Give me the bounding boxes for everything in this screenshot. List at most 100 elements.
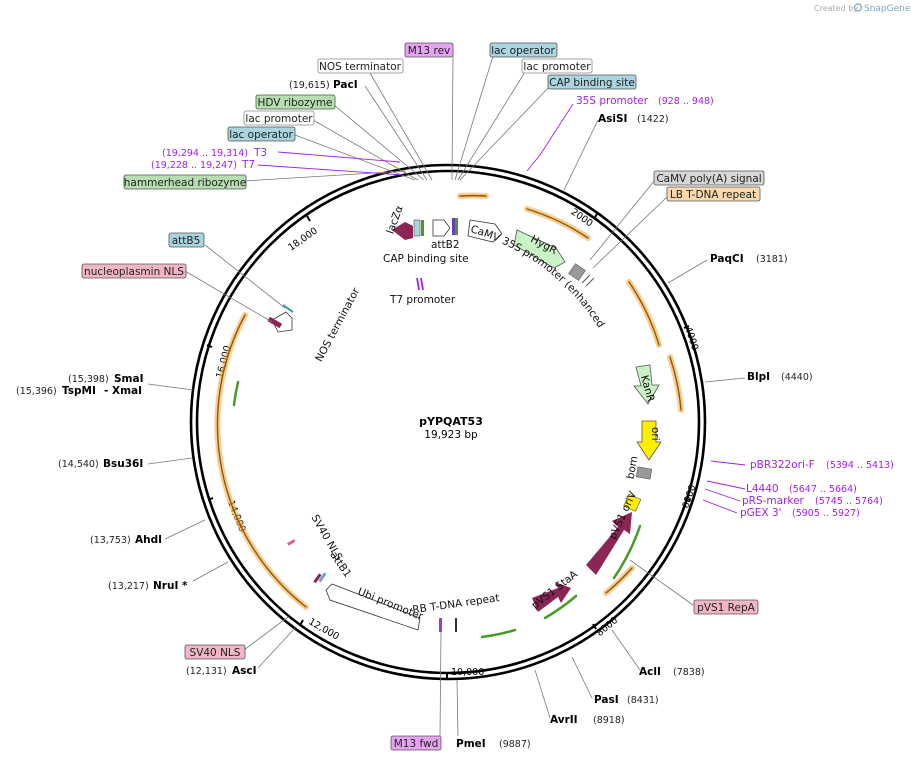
label-nos-inner: NOS terminator	[313, 285, 362, 364]
smai-label: SmaI	[114, 373, 144, 385]
pvs1-staa-arrow	[532, 582, 571, 612]
attb1-mark	[313, 573, 322, 584]
paci-pos: (19,615)	[289, 80, 330, 91]
t7-range: (19,228 .. 19,247)	[151, 160, 237, 171]
orf-arc-3-line	[628, 281, 660, 346]
callout-nucleoplasmin: nucleoplasmin NLS	[81, 263, 187, 279]
leader-pbr322	[710, 460, 746, 466]
lac-operator-left-label: lac operator	[229, 129, 293, 141]
leader-m13rev	[451, 55, 454, 181]
nos-top-box	[317, 58, 404, 74]
blpi-label: BlpI	[747, 371, 770, 383]
label-rb-tdna: RB T-DNA repeat	[412, 592, 501, 616]
label-cap-inner: CAP binding site	[383, 253, 469, 265]
lac-operator-mark	[452, 218, 455, 235]
green-mark-1	[421, 220, 424, 236]
leader-pvs1-repa	[629, 559, 694, 606]
m13rev-box	[404, 42, 454, 58]
smai-pos: (15,398)	[68, 374, 109, 385]
callout-smai: (15,398) SmaI	[68, 373, 144, 385]
inner-labels: lacZα attB2 CAP binding site T7 promoter…	[0, 0, 661, 623]
tick-label-18000: 18,000	[286, 225, 320, 253]
cap-top-label: CAP binding site	[549, 77, 635, 89]
green-arcs	[232, 380, 642, 639]
asisi-pos: (1422)	[637, 114, 669, 125]
label-sv40-inner: SV40 NLS	[309, 513, 345, 563]
lac-promoter-top-label: lac promoter	[523, 61, 591, 73]
nos-inner-arrow	[271, 311, 293, 333]
prs-range: (5745 .. 5764)	[815, 496, 883, 507]
tick-4000	[683, 325, 690, 329]
callout-attb5: attB5	[168, 232, 205, 248]
orf-arc-6-line	[216, 314, 307, 608]
avrii-label: AvrII	[550, 714, 578, 726]
callout-nos-top: NOS terminator	[317, 58, 404, 74]
callout-l4440: L4440 (5647 .. 5664)	[746, 483, 857, 495]
bsu36i-pos: (14,540)	[58, 459, 99, 470]
leader-t7	[257, 164, 404, 176]
xmai-label: - XmaI	[104, 385, 142, 397]
camv35s-arrow	[467, 219, 503, 243]
orf-arc-6	[214, 312, 309, 610]
nos-top-label: NOS terminator	[319, 61, 402, 73]
leader-lac-operator-left	[294, 134, 416, 181]
leader-nrui	[192, 561, 229, 582]
pasi-pos: (8431)	[627, 695, 659, 706]
callout-hammerhead: hammerhead ribozyme	[123, 174, 247, 190]
l4440-range: (5647 .. 5664)	[789, 484, 857, 495]
callout-pmei: PmeI (9887)	[456, 738, 531, 750]
callout-blpi: BlpI (4440)	[747, 371, 813, 383]
hdv-label: HDV ribozyme	[257, 97, 332, 109]
orf-arc-3	[626, 279, 662, 348]
avrii-pos: (8918)	[593, 715, 625, 726]
label-bom: bom	[625, 455, 641, 480]
tick-6000	[684, 498, 691, 501]
leader-bsu36i	[147, 457, 193, 465]
sv40-nls-box	[184, 644, 246, 660]
paqci-label: PaqCI	[710, 253, 744, 265]
callout-t3: (19,294 .. 19,314) T3	[162, 147, 267, 159]
tick-14000	[207, 497, 214, 501]
leader-pasi	[571, 656, 593, 699]
callout-m13rev: M13 rev	[404, 42, 454, 58]
p35s-range: (928 .. 948)	[658, 96, 714, 107]
center-title: pYPQAT53 19,923 bp	[419, 415, 483, 441]
sv40-nls-label: SV40 NLS	[190, 647, 241, 659]
callout-paci: (19,615) PacI	[289, 79, 358, 91]
cap-site-box	[413, 219, 421, 237]
bom-box	[635, 466, 653, 480]
leader-lac-promoter-left	[312, 119, 419, 181]
callout-pbr322: pBR322ori-F (5394 .. 5413)	[750, 459, 894, 471]
orf-arc-4-line	[669, 356, 682, 411]
label-pvs1-oriv: pVS1 oriV	[607, 489, 640, 541]
leader-blpi	[704, 377, 746, 383]
pvs1-repa-box	[693, 599, 759, 615]
nucleoplasmin-box	[81, 263, 187, 279]
pgex-label: pGEX 3'	[740, 507, 782, 519]
attb5-label: attB5	[172, 235, 201, 247]
sv40-nls-mark	[287, 539, 296, 546]
orf-arcs	[214, 192, 684, 610]
orf-arc-2-line	[526, 208, 589, 239]
leader-attb5	[204, 244, 286, 309]
t7-promoter-mark-1	[416, 277, 420, 291]
green-arc-repa	[612, 524, 642, 580]
hdv-box	[255, 94, 336, 110]
snapgene-logo-icon	[853, 3, 863, 12]
callout-ahdi: (13,753) AhdI	[90, 534, 162, 546]
leader-pgex	[702, 499, 738, 514]
pvs1-oriv-arrow	[586, 512, 632, 575]
acli-label: AclI	[639, 666, 661, 678]
label-pvs1-staa: pVS1 StaA	[529, 568, 580, 612]
leader-l4440	[706, 480, 746, 490]
ori-arrow	[636, 420, 662, 461]
m13fwd-box	[390, 735, 442, 751]
asci-pos: (12,131)	[186, 666, 227, 677]
lac-promoter-left-box	[243, 110, 315, 126]
blpi-pos: (4440)	[781, 372, 813, 383]
paqci-pos: (3181)	[756, 254, 788, 265]
leader-asci	[257, 627, 296, 669]
green-arc-staa	[543, 594, 578, 620]
hammerhead-label: hammerhead ribozyme	[124, 177, 246, 189]
pmei-pos: (9887)	[499, 739, 531, 750]
